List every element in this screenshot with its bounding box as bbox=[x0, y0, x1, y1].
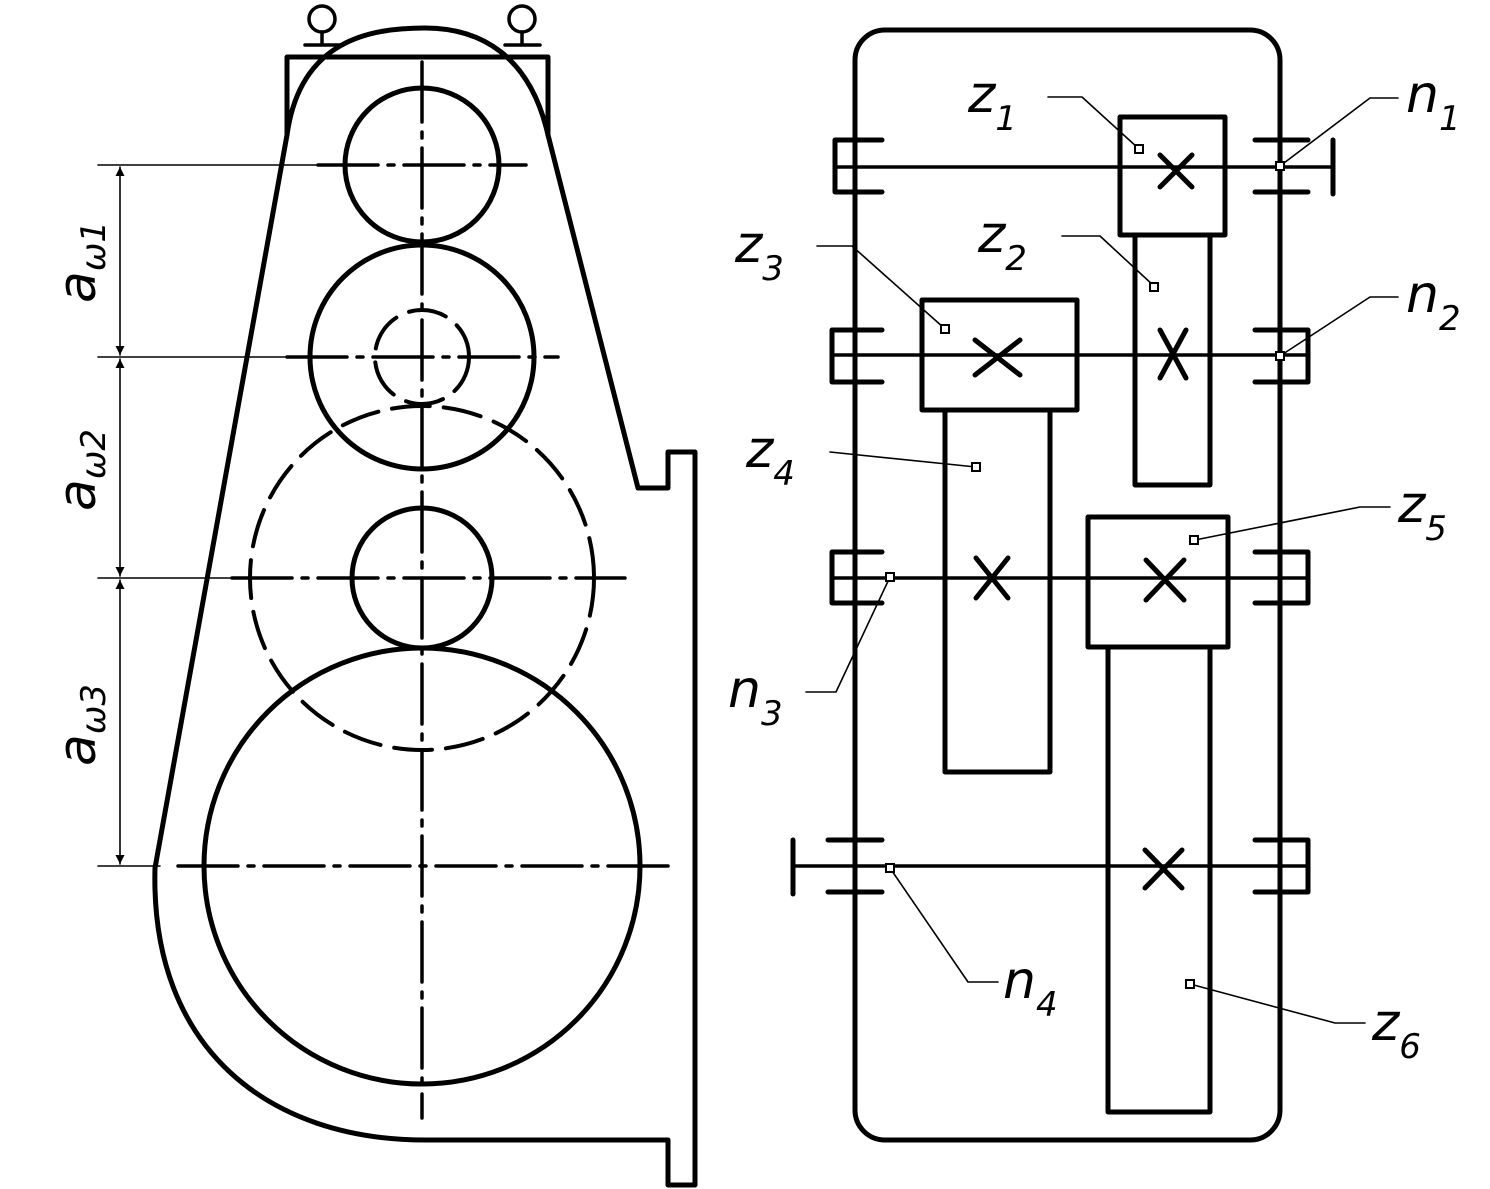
label-n4: n4 bbox=[1003, 951, 1058, 1025]
lifting-eye-right bbox=[503, 4, 542, 47]
label-aw1: aω1 bbox=[48, 221, 114, 303]
gear-z1 bbox=[1117, 114, 1228, 238]
leader-lines bbox=[805, 96, 1399, 1024]
label-n2: n2 bbox=[1406, 265, 1461, 339]
label-aw2: aω2 bbox=[48, 429, 114, 511]
top-bracket bbox=[284, 54, 551, 138]
gear-z4 bbox=[942, 407, 1053, 775]
gear-z5 bbox=[1085, 514, 1231, 650]
bearings bbox=[825, 137, 1311, 895]
side-view: aω1 aω2 aω3 bbox=[48, 4, 698, 1188]
label-z2: z2 bbox=[977, 205, 1027, 279]
label-n3: n3 bbox=[728, 660, 783, 734]
kinematic-scheme: z1 z2 z3 z4 z5 z6 n1 n2 n3 n4 bbox=[728, 27, 1461, 1143]
gearbox-housing bbox=[852, 27, 1283, 1143]
label-z5: z5 bbox=[1397, 475, 1447, 549]
label-n1: n1 bbox=[1406, 65, 1461, 139]
housing-outline bbox=[152, 25, 698, 1188]
label-aw3: aω3 bbox=[48, 684, 114, 766]
label-z4: z4 bbox=[745, 420, 795, 494]
lifting-eye-left bbox=[303, 4, 342, 47]
label-z1: z1 bbox=[967, 65, 1017, 139]
gear-z6 bbox=[1105, 644, 1213, 1115]
label-z3: z3 bbox=[734, 215, 784, 289]
label-z6: z6 bbox=[1371, 993, 1421, 1067]
gear-z2 bbox=[1132, 232, 1213, 488]
